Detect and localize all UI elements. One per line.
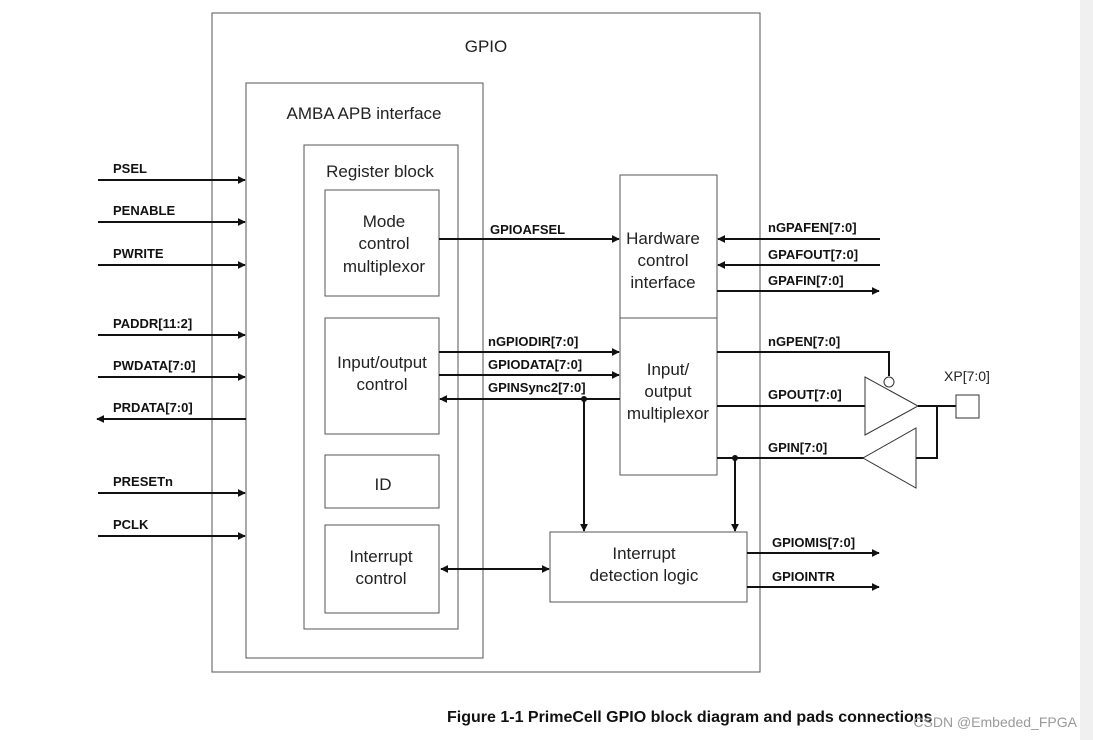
pad-square-icon [955,394,980,419]
gpio-title: GPIO [465,37,508,56]
ngpiodir-label: nGPIODIR[7:0] [488,334,578,349]
mode-control-line-3: multiplexor [343,257,426,276]
gpout-label: GPOUT[7:0] [768,387,842,402]
io-mux-line-1: Input/ [647,360,690,379]
io-mux-line-2: output [644,382,692,401]
pad-signals: nGPEN[7:0] GPOUT[7:0] GPIN[7:0] XP[7:0] [717,334,990,532]
watermark: CSDN @Embeded_FPGA [913,714,1077,730]
scrollbar-gutter [1080,0,1093,740]
penable-label: PENABLE [113,203,175,218]
io-control-line-2: control [356,375,407,394]
hardware-control-line-2: control [637,251,688,270]
ngpen-wire [717,351,890,376]
hardware-control-line-1: Hardware [626,229,700,248]
io-control-box [324,317,440,435]
gpiodata-label: GPIODATA[7:0] [488,357,582,372]
io-control-line-1: Input/output [337,353,427,372]
pwrite-label: PWRITE [113,246,164,261]
enable-bubble-icon [883,376,895,388]
register-block-title: Register block [326,162,434,181]
mode-control-line-1: Mode [363,212,406,231]
pad-label: XP[7:0] [944,368,990,384]
gpafin-label: GPAFIN[7:0] [768,273,844,288]
figure-caption: Figure 1-1 PrimeCell GPIO block diagram … [447,709,933,726]
hardware-control-line-3: interface [630,273,695,292]
id-label: ID [375,475,392,494]
pclk-label: PCLK [113,517,149,532]
hardware-control-interface-box [619,174,718,319]
pad-input-return-wire [916,406,938,459]
id-box [324,454,440,509]
pwdata-label: PWDATA[7:0] [113,358,196,373]
internal-signals: GPIOAFSEL nGPIODIR[7:0] GPIODATA[7:0] GP… [439,222,620,573]
mode-control-multiplexor-box [324,189,440,297]
ngpen-label: nGPEN[7:0] [768,334,840,349]
gpiomis-label: GPIOMIS[7:0] [772,535,855,550]
presetn-label: PRESETn [113,474,173,489]
io-multiplexor-box [619,317,718,476]
interrupt-control-line-1: Interrupt [349,547,413,566]
interrupt-control-box [324,524,440,614]
gpafout-label: GPAFOUT[7:0] [768,247,858,262]
gpiointr-label: GPIOINTR [772,569,835,584]
ngpafen-label: nGPAFEN[7:0] [768,220,857,235]
hardware-control-signals: nGPAFEN[7:0] GPAFOUT[7:0] GPAFIN[7:0] [717,220,880,295]
mode-control-line-2: control [358,234,409,253]
interrupt-detection-line-2: detection logic [590,566,699,585]
amba-apb-interface-title: AMBA APB interface [287,104,442,123]
prdata-label: PRDATA[7:0] [113,400,193,415]
interrupt-detection-line-1: Interrupt [612,544,676,563]
interrupt-control-line-2: control [355,569,406,588]
interrupt-outputs: GPIOMIS[7:0] GPIOINTR [747,535,880,591]
output-buffer-icon [864,376,920,436]
input-buffer-icon [861,427,917,489]
gpin-label: GPIN[7:0] [768,440,827,455]
io-mux-line-3: multiplexor [627,404,710,423]
gpioafsel-label: GPIOAFSEL [490,222,565,237]
paddr-label: PADDR[11:2] [113,316,192,331]
apb-bus-signals: PSEL PENABLE PWRITE PADDR[11:2] PWDATA[7… [96,161,246,540]
gpinsync2-label: GPINSync2[7:0] [488,380,586,395]
interrupt-detection-logic-box [549,531,748,603]
psel-label: PSEL [113,161,147,176]
